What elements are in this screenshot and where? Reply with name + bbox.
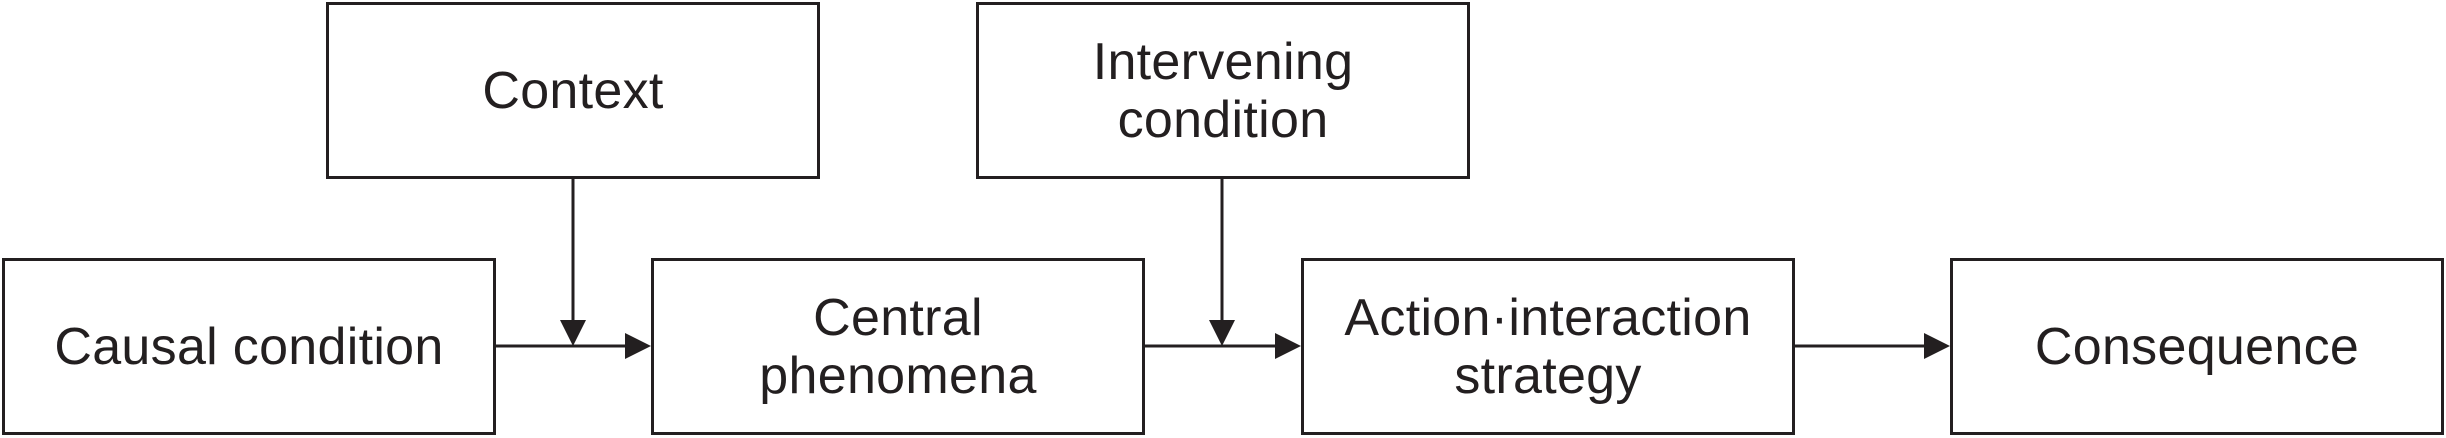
arrowhead-central-to-action	[1275, 333, 1301, 359]
causal-condition-label-line: Causal condition	[54, 317, 444, 376]
context-label-line: Context	[482, 61, 664, 120]
edge-causal-to-central	[496, 333, 651, 359]
edge-central-to-action	[1145, 333, 1301, 359]
central-phenomena-label-line-1: Central	[813, 288, 983, 347]
central-phenomena-label: Central phenomena	[759, 289, 1036, 405]
arrowhead-context	[560, 320, 586, 346]
intervening-condition-box: Intervening condition	[976, 2, 1470, 179]
edge-action-to-consequence	[1795, 333, 1950, 359]
arrowhead-causal-to-central	[625, 333, 651, 359]
arrowhead-action-to-consequence	[1924, 333, 1950, 359]
arrowhead-intervening	[1209, 320, 1235, 346]
consequence-label-line: Consequence	[2034, 317, 2360, 376]
action-interaction-strategy-label: Action·interaction strategy	[1344, 289, 1751, 405]
central-phenomena-box: Central phenomena	[651, 258, 1145, 435]
intervening-condition-label: Intervening condition	[1093, 33, 1354, 149]
intervening-condition-label-line-1: Intervening	[1092, 32, 1354, 91]
central-phenomena-label-line-2: phenomena	[759, 346, 1037, 405]
intervening-condition-label-line-2: condition	[1117, 90, 1329, 149]
context-box: Context	[326, 2, 820, 179]
edge-intervening-to-central-action	[1209, 179, 1235, 346]
consequence-box: Consequence	[1950, 258, 2444, 435]
causal-condition-label: Causal condition	[54, 318, 443, 376]
edge-context-to-causal-central	[560, 179, 586, 346]
action-interaction-strategy-label-line-2: strategy	[1454, 346, 1642, 405]
context-label: Context	[482, 62, 663, 120]
action-interaction-strategy-box: Action·interaction strategy	[1301, 258, 1795, 435]
causal-condition-box: Causal condition	[2, 258, 496, 435]
action-interaction-strategy-label-line-1: Action·interaction	[1344, 288, 1752, 347]
consequence-label: Consequence	[2035, 318, 2359, 376]
